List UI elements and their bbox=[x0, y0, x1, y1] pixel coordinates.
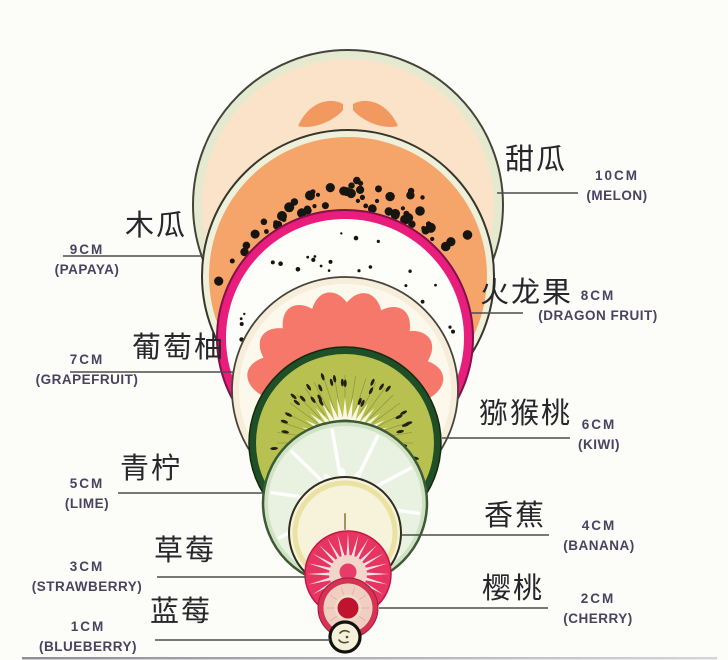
label-dragon-fruit-size: 8CM (DRAGON FRUIT) bbox=[522, 288, 674, 323]
grapefruit-size-value: 7CM bbox=[69, 352, 105, 367]
cherry-size-value: 2CM bbox=[580, 591, 616, 606]
label-kiwi-size: 6CM (KIWI) bbox=[556, 417, 642, 452]
melon-seed-right bbox=[353, 100, 398, 127]
papaya-size-en: (PAPAYA) bbox=[54, 262, 120, 277]
strawberry-size-en: (STRAWBERRY) bbox=[31, 579, 143, 594]
label-melon-size: 10CM (MELON) bbox=[574, 168, 660, 203]
banana-size-value: 4CM bbox=[581, 518, 617, 533]
melon-size-en: (MELON) bbox=[586, 188, 648, 203]
label-banana-size: 4CM (BANANA) bbox=[552, 518, 646, 553]
blueberry-circle bbox=[328, 620, 362, 654]
label-blueberry-cn: 蓝莓 bbox=[150, 596, 213, 628]
label-papaya-size: 9CM (PAPAYA) bbox=[38, 242, 136, 277]
label-melon-cn: 甜瓜 bbox=[505, 144, 568, 176]
blueberry-size-en: (BLUEBERRY) bbox=[39, 639, 137, 654]
label-dragon-fruit-cn: 火龙果 bbox=[480, 277, 574, 309]
label-strawberry-size: 3CM (STRAWBERRY) bbox=[16, 559, 158, 594]
label-cherry-size: 2CM (CHERRY) bbox=[549, 591, 647, 626]
bottom-rule bbox=[22, 657, 717, 660]
grapefruit-size-en: (GRAPEFRUIT) bbox=[35, 372, 139, 387]
papaya-seeds bbox=[214, 176, 473, 286]
label-cherry-cn: 樱桃 bbox=[482, 573, 545, 605]
melon-size-value: 10CM bbox=[594, 168, 639, 183]
label-kiwi-cn: 猕猴桃 bbox=[479, 398, 573, 430]
melon-seed-left bbox=[298, 100, 343, 127]
cherry-size-en: (CHERRY) bbox=[563, 611, 633, 626]
dragon-fruit-size-value: 8CM bbox=[580, 288, 616, 303]
lime-size-value: 5CM bbox=[69, 476, 105, 491]
label-lime-size: 5CM (LIME) bbox=[33, 476, 141, 511]
lime-size-en: (LIME) bbox=[64, 496, 110, 511]
kiwi-size-value: 6CM bbox=[581, 417, 617, 432]
kiwi-size-en: (KIWI) bbox=[578, 437, 620, 452]
label-strawberry-cn: 草莓 bbox=[154, 535, 217, 567]
dragon-fruit-size-en: (DRAGON FRUIT) bbox=[538, 308, 658, 323]
leader-lines bbox=[63, 192, 578, 641]
strawberry-size-value: 3CM bbox=[69, 559, 105, 574]
label-grapefruit-cn: 葡萄柚 bbox=[132, 332, 226, 364]
label-banana-cn: 香蕉 bbox=[484, 500, 547, 532]
label-lime-cn: 青柠 bbox=[120, 453, 183, 485]
papaya-size-value: 9CM bbox=[69, 242, 105, 257]
cherry-circle bbox=[317, 577, 379, 639]
label-blueberry-size: 1CM (BLUEBERRY) bbox=[18, 619, 158, 654]
label-papaya-cn: 木瓜 bbox=[125, 210, 188, 242]
blueberry-size-value: 1CM bbox=[70, 619, 106, 634]
label-grapefruit-size: 7CM (GRAPEFRUIT) bbox=[20, 352, 154, 387]
banana-size-en: (BANANA) bbox=[563, 538, 635, 553]
